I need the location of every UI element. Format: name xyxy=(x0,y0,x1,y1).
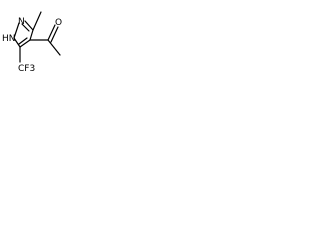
bond-carbonyl-methyl xyxy=(47,39,61,56)
atom-n1h: HN xyxy=(2,34,16,44)
bond-n2-c3-double xyxy=(21,23,30,32)
bond-carbonyl-o xyxy=(47,24,56,41)
bond-n1-n2 xyxy=(13,22,20,39)
atom-n2: N xyxy=(18,17,25,27)
bond-c3-methyl xyxy=(32,11,42,31)
bond-c5-n1 xyxy=(13,37,21,48)
atom-cf3: CF3 xyxy=(18,64,35,74)
bond-c4-c5 xyxy=(19,39,31,48)
bond-c3-c4 xyxy=(29,29,34,41)
bond-carbonyl-o-double xyxy=(50,26,59,43)
atom-o: O xyxy=(55,18,62,28)
bond-n2-c3 xyxy=(24,20,34,31)
molecule-structure: N HN O CF3 xyxy=(2,11,62,74)
bond-c4-c5-double xyxy=(18,37,28,45)
